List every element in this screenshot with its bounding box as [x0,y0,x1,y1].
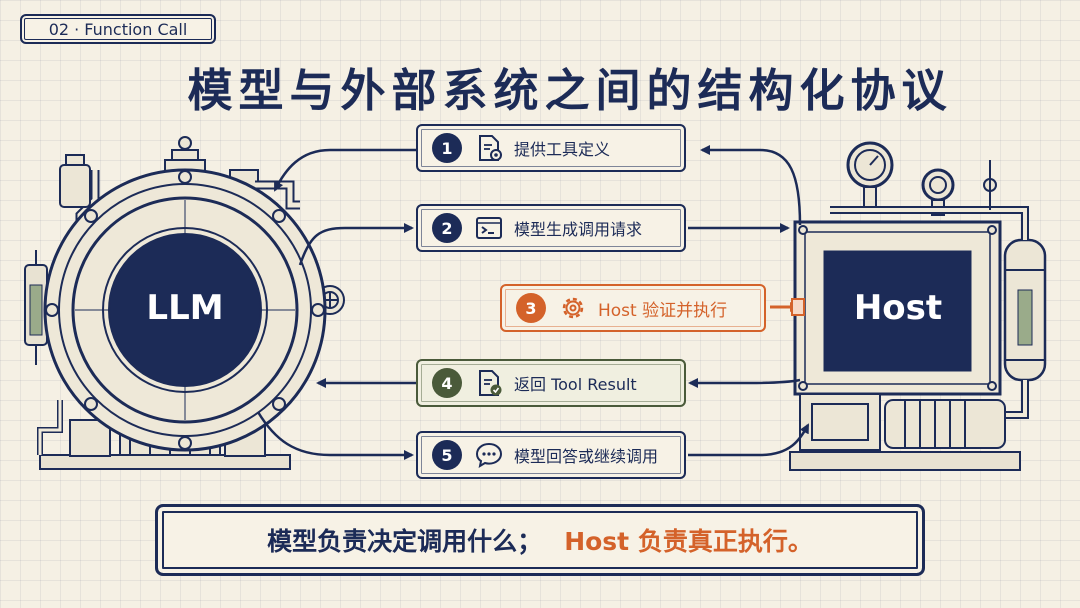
step-number: 1 [432,133,462,163]
step-label: Host 验证并执行 [598,300,728,321]
terminal-icon [476,217,502,239]
gear-icon [562,297,584,319]
step-label: 返回 Tool Result [514,375,637,394]
step-5-box: 5 模型回答或继续调用 [416,431,686,479]
step-1-box: 1 提供工具定义 [416,124,686,172]
step-label: 模型回答或继续调用 [514,447,659,466]
document-gear-icon [479,135,502,161]
flow-arrows [256,145,810,460]
llm-machine [24,136,345,470]
step-2-box: 2 模型生成调用请求 [416,204,686,252]
step-label: 提供工具定义 [514,140,611,159]
summary-banner: 模型负责决定调用什么； Host 负责真正执行。 [155,504,925,576]
host-port [791,298,805,316]
step-number: 3 [516,293,546,323]
step-3-box: 3 Host 验证并执行 [500,284,766,332]
host-label: Host [853,288,943,328]
summary-text: 模型负责决定调用什么； [267,527,543,556]
step-number: 4 [432,368,462,398]
step-4-box: 4 返回 Tool Result [416,359,686,407]
page-title: 模型与外部系统之间的结构化协议 [187,64,953,117]
step-number: 5 [432,440,462,470]
document-check-icon [479,370,502,396]
section-tag: 02 · Function Call [20,14,216,44]
step-label: 模型生成调用请求 [514,220,643,239]
summary-highlight: Host 负责真正执行。 [564,527,813,556]
llm-label: LLM [146,288,224,328]
chat-bubble-icon [475,442,503,469]
host-machine [789,141,1047,471]
step-number: 2 [432,213,462,243]
